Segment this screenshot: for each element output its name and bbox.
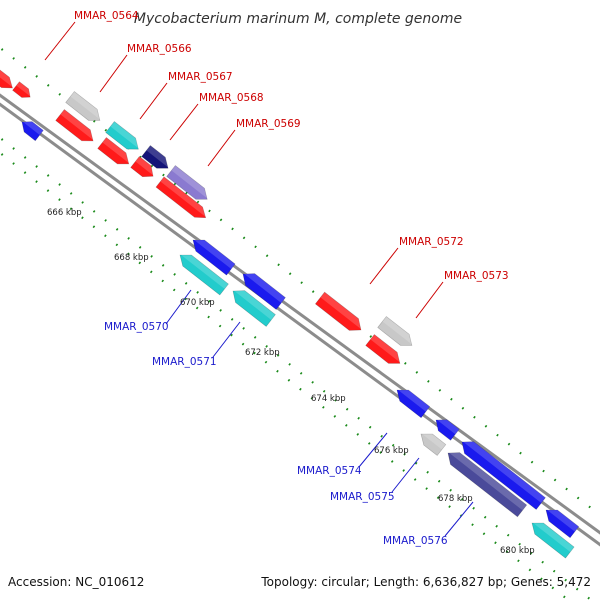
gene-label[interactable]: MMAR_0569: [236, 118, 301, 130]
gene-label[interactable]: MMAR_0564: [74, 10, 139, 22]
gene-arrow[interactable]: [192, 239, 236, 276]
leader-line: [391, 457, 420, 493]
gene-arrow-shine: [243, 273, 286, 303]
gene-arrow-shine: [382, 316, 413, 345]
gene-label[interactable]: MMAR_0575: [330, 491, 395, 503]
gene-arrow-shine: [233, 290, 276, 320]
gene-label[interactable]: MMAR_0572: [399, 236, 464, 248]
dot-line: [0, 151, 571, 600]
gene-arrow-shine: [70, 91, 101, 120]
gene-arrow[interactable]: [461, 441, 546, 510]
gene-arrow-shine: [436, 419, 460, 435]
leader-line: [358, 432, 388, 468]
gene-arrow[interactable]: [314, 291, 362, 331]
tick-label: 670 kbp: [180, 298, 215, 308]
gene-arrow[interactable]: [531, 522, 575, 559]
tick-label: 668 kbp: [114, 253, 149, 263]
leader-line: [165, 289, 192, 325]
gene-arrow[interactable]: [21, 121, 44, 142]
gene-arrow-shine: [22, 121, 44, 135]
gene-arrow[interactable]: [55, 109, 94, 142]
gene-arrow[interactable]: [166, 165, 208, 200]
gene-arrow[interactable]: [232, 290, 276, 327]
leader-line: [444, 501, 474, 537]
gene-arrow-shine: [193, 239, 236, 269]
accession-label: Accession: NC_010612: [8, 575, 144, 589]
gene-arrow[interactable]: [242, 273, 286, 310]
gene-arrow-shine: [171, 165, 208, 199]
leader-line: [207, 129, 236, 167]
gene-arrow-shine: [421, 433, 446, 450]
map-title: Mycobacterium marinum M, complete genome: [134, 11, 462, 27]
gene-arrow[interactable]: [420, 433, 447, 456]
gene-arrow[interactable]: [435, 419, 460, 441]
tick-label: 666 kbp: [47, 208, 82, 218]
gene-features: [0, 67, 580, 559]
gene-label[interactable]: MMAR_0566: [127, 43, 192, 55]
gene-label[interactable]: MMAR_0571: [152, 356, 217, 368]
gene-arrow[interactable]: [365, 334, 401, 364]
dot-line: [0, 136, 593, 600]
gene-arrow-shine: [370, 334, 401, 363]
gene-arrow-shine: [102, 137, 130, 164]
tick-label: 676 kbp: [374, 446, 409, 456]
gene-arrow-shine: [146, 145, 169, 168]
gene-arrow-shine: [397, 389, 430, 412]
leader-line: [415, 281, 444, 319]
tick-label: 680 kbp: [500, 546, 535, 556]
gene-arrow[interactable]: [396, 389, 431, 419]
gene-arrow-shine: [448, 452, 527, 511]
gene-label[interactable]: MMAR_0574: [297, 465, 362, 477]
gene-arrow[interactable]: [65, 91, 101, 121]
gene-arrow[interactable]: [447, 452, 528, 518]
leader-line: [169, 103, 199, 141]
gene-arrow-shine: [532, 522, 575, 552]
gene-arrow[interactable]: [97, 137, 130, 165]
label-leader-lines: [44, 21, 474, 537]
gene-arrow[interactable]: [179, 254, 229, 296]
gene-label[interactable]: MMAR_0567: [168, 71, 233, 83]
backbone-line-outer: [0, 93, 600, 535]
gene-arrow-shine: [16, 81, 31, 97]
gene-arrow[interactable]: [141, 145, 169, 169]
tick-label: 674 kbp: [311, 394, 346, 404]
gene-labels: MMAR_0564MMAR_0566MMAR_0567MMAR_0568MMAR…: [74, 10, 509, 547]
gene-arrow[interactable]: [0, 67, 13, 89]
gene-arrow-shine: [462, 441, 546, 503]
gene-arrow[interactable]: [377, 316, 413, 346]
leader-line: [139, 82, 168, 120]
gene-arrow-shine: [0, 70, 13, 88]
leader-line: [369, 247, 399, 285]
tick-label: 678 kbp: [438, 494, 473, 504]
genome-summary: Topology: circular; Length: 6,636,827 bp…: [260, 575, 591, 589]
gene-arrow[interactable]: [130, 156, 154, 178]
tick-label: 672 kbp: [245, 348, 280, 358]
gene-arrow[interactable]: [545, 509, 580, 539]
gene-arrow-shine: [110, 121, 139, 149]
gene-arrow[interactable]: [105, 121, 139, 150]
kbp-ticks: 666 kbp 668 kbp 670 kbp 672 kbp 674 kbp 676 k…: [47, 208, 535, 556]
leader-line: [44, 21, 76, 61]
gene-arrow-shine: [320, 292, 362, 330]
gene-label[interactable]: MMAR_0576: [383, 535, 448, 547]
gene-label[interactable]: MMAR_0570: [104, 321, 169, 333]
gene-arrow-shine: [60, 109, 94, 141]
leader-line: [212, 321, 241, 358]
gene-arrow-shine: [135, 156, 154, 176]
gene-arrow-shine: [546, 509, 579, 532]
gene-arrow-shine: [180, 254, 229, 289]
gene-label[interactable]: MMAR_0573: [444, 270, 509, 282]
gene-label[interactable]: MMAR_0568: [199, 92, 264, 104]
gene-arrow[interactable]: [155, 176, 207, 219]
leader-line: [99, 54, 128, 93]
gene-arrow[interactable]: [12, 81, 31, 98]
gene-arrow-shine: [160, 176, 207, 218]
